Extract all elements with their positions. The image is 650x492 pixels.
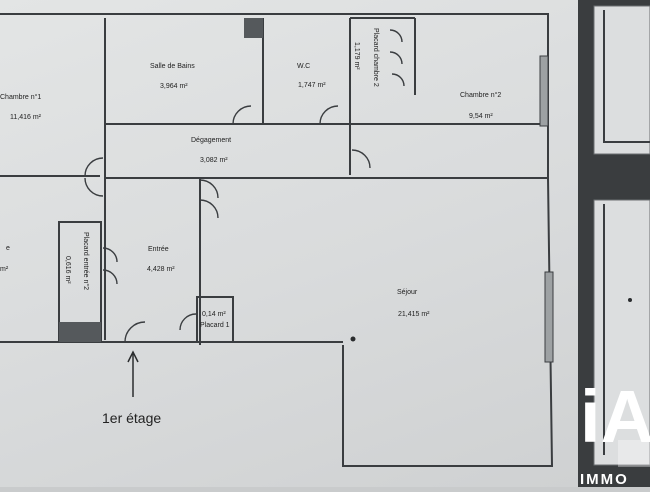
walls [0, 13, 554, 467]
room-chambre1-area: 11,416 m² [10, 114, 42, 121]
room-placard-entree-area: 0,616 m² [64, 256, 71, 284]
room-placard2-area: 1,179 m² [353, 42, 360, 70]
room-sdb-area: 3,964 m² [160, 83, 188, 90]
duct-block-top [244, 18, 263, 38]
room-degagement-name: Dégagement [191, 137, 231, 144]
watermark-logo-text: iA [580, 375, 650, 458]
floor-plan-drawing: Chambre n°1 11,416 m² Salle de Bains 3,9… [0, 13, 554, 467]
floor-plan-paper: Chambre n°1 11,416 m² Salle de Bains 3,9… [0, 0, 578, 487]
room-left-partial-area: m² [0, 266, 9, 273]
duct-block-bottom [59, 322, 101, 342]
room-wc-name: W.C [297, 63, 310, 70]
room-degagement-area: 3,082 m² [200, 157, 228, 164]
entrance-arrow [127, 350, 139, 397]
adjacent-plan-photo: iA IMMO [578, 0, 650, 488]
watermark-panel: iA IMMO [578, 0, 650, 488]
room-placard1-area: 0,14 m² [202, 311, 226, 318]
room-sejour-name: Séjour [397, 289, 418, 296]
marker-dot [350, 336, 356, 342]
room-entree-area: 4,428 m² [147, 266, 175, 273]
room-wc-area: 1,747 m² [298, 82, 326, 89]
room-chambre2-area: 9,54 m² [469, 113, 493, 120]
room-sejour-area: 21,415 m² [398, 311, 430, 318]
door-swings [84, 29, 405, 343]
window-sejour [544, 271, 554, 363]
floor-level-label: 1er étage [102, 410, 161, 426]
room-sdb-name: Salle de Bains [150, 63, 195, 70]
room-placard-entree-name: Placard entrée n°2 [82, 232, 90, 290]
watermark-sub-text: IMMO [580, 471, 629, 487]
room-left-partial-name: e [6, 245, 10, 252]
room-entree-name: Entrée [148, 246, 169, 253]
room-chambre1-name: Chambre n°1 [0, 93, 41, 101]
window-chambre2 [539, 55, 549, 127]
room-placard1-name: Placard 1 [200, 322, 230, 329]
room-chambre2-name: Chambre n°2 [460, 91, 501, 99]
room-placard2-name: Placard chambre 2 [372, 28, 379, 87]
